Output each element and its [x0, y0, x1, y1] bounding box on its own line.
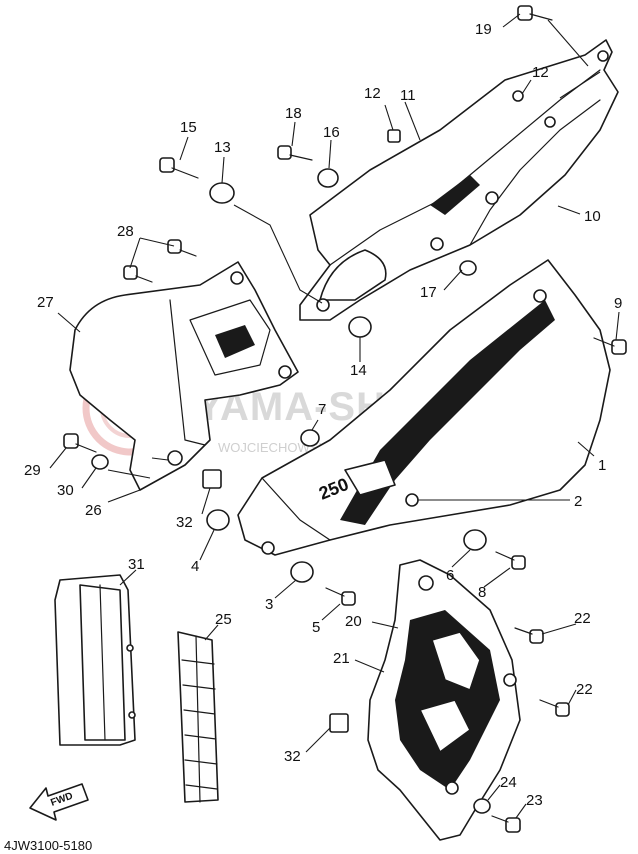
washer-24 [473, 798, 491, 814]
callout-1: 1 [598, 457, 606, 474]
nut-12 [387, 129, 401, 143]
callout-27: 27 [37, 294, 54, 311]
callout-3: 3 [265, 596, 273, 613]
callout-18: 18 [285, 105, 302, 122]
forward-arrow-icon: FWD [29, 783, 89, 821]
callout-25: 25 [215, 611, 232, 628]
callout-30: 30 [57, 482, 74, 499]
bolt-28-a [167, 239, 182, 254]
bolt-18 [277, 145, 292, 160]
callout-2: 2 [574, 493, 582, 510]
bolt-8 [511, 555, 526, 570]
callout-31: 31 [128, 556, 145, 573]
washer-30 [91, 454, 109, 470]
bolt-23 [505, 817, 521, 833]
clip-nut-32-lower [329, 713, 349, 733]
callout-9: 9 [614, 295, 622, 312]
assembly-lines [107, 19, 601, 479]
callout-20: 20 [345, 613, 362, 630]
bolt-22-lower [555, 702, 570, 717]
callout-13: 13 [214, 139, 231, 156]
side-cover-upper [299, 39, 619, 321]
bolt-19 [517, 5, 533, 21]
callout-22-upper: 22 [574, 610, 591, 627]
callout-12-lower: 12 [364, 85, 381, 102]
radiator-shroud-outer: 250 [237, 259, 611, 556]
callout-5: 5 [312, 619, 320, 636]
callout-23: 23 [526, 792, 543, 809]
callout-4: 4 [191, 558, 199, 575]
callout-14: 14 [350, 362, 367, 379]
clip-nut-32-upper [202, 469, 222, 489]
radiator-shroud-inner [69, 261, 299, 491]
bolt-29 [63, 433, 79, 449]
callout-11: 11 [400, 87, 416, 104]
callout-8: 8 [478, 584, 486, 601]
callout-32-upper: 32 [176, 514, 193, 531]
collar-17 [459, 260, 477, 276]
washer-7 [300, 429, 320, 447]
callout-24: 24 [500, 774, 517, 791]
side-cover-lower [367, 559, 521, 841]
callout-numbers: 19 12 12 11 18 16 15 13 10 28 17 9 27 14… [24, 21, 622, 809]
callout-22-lower: 22 [576, 681, 593, 698]
callout-10: 10 [584, 208, 601, 225]
collar-4 [206, 509, 230, 531]
callout-29: 29 [24, 462, 41, 479]
callout-16: 16 [323, 124, 340, 141]
bolt-9 [611, 339, 627, 355]
radiator-louver-25 [177, 631, 219, 803]
collar-13 [209, 182, 235, 204]
collar-6 [463, 529, 487, 551]
callout-32-lower: 32 [284, 748, 301, 765]
callout-26: 26 [85, 502, 102, 519]
bolt-22-upper [529, 629, 544, 644]
callout-6: 6 [446, 567, 454, 584]
callout-19: 19 [475, 21, 492, 38]
callout-12-upper: 12 [532, 64, 549, 81]
diagram-code: 4JW3100-5180 [4, 838, 92, 853]
callout-17: 17 [420, 284, 437, 301]
radiator-guard-31 [54, 574, 136, 746]
bolt-15 [159, 157, 175, 173]
callout-15: 15 [180, 119, 197, 136]
fasteners [63, 5, 627, 833]
collar-14 [348, 316, 372, 338]
callout-leaders [49, 13, 620, 819]
callout-7: 7 [318, 401, 326, 418]
callout-28: 28 [117, 223, 134, 240]
collar-3 [290, 561, 314, 583]
bolt-5 [341, 591, 356, 606]
collar-16 [317, 168, 339, 188]
callout-21: 21 [333, 650, 350, 667]
